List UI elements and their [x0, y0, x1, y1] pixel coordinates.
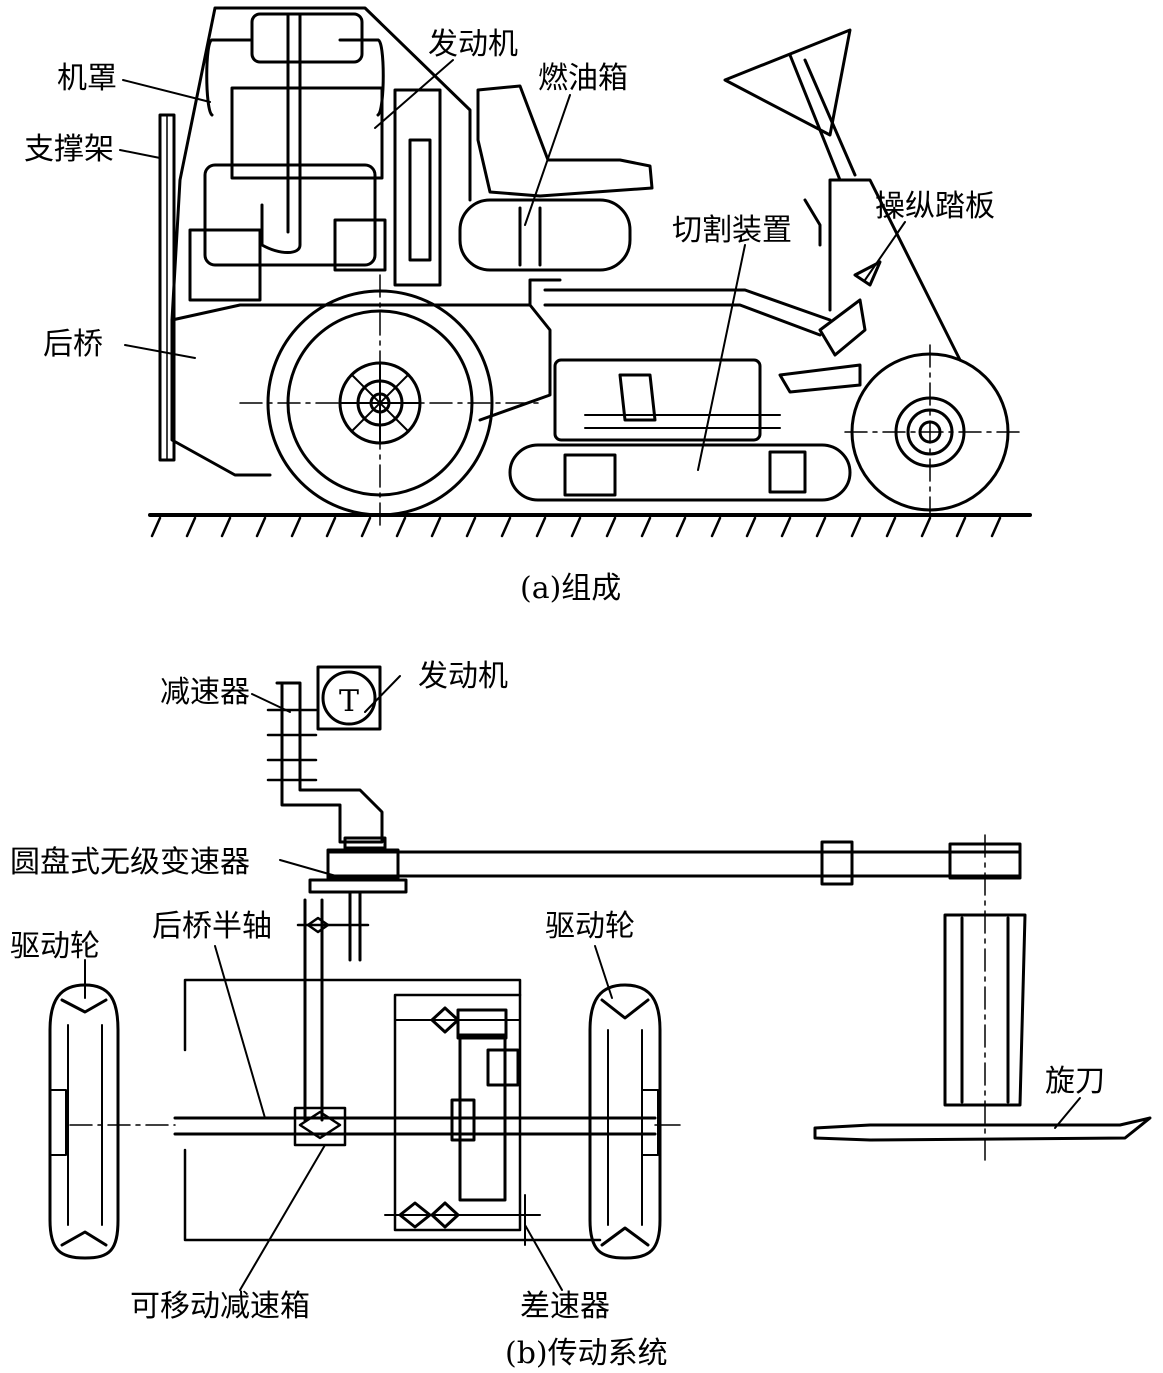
label-reducer: 减速器: [160, 675, 250, 710]
caption-a: (a)组成: [520, 571, 622, 606]
label-rear-axle: 后桥: [43, 327, 103, 362]
pedal-linkage: [778, 298, 867, 394]
rear-axle-housing: [170, 278, 562, 422]
cvt-disc: [308, 836, 408, 894]
rear-wheel: [239, 274, 541, 531]
reducer-gears: [266, 708, 318, 782]
hood-outline: [170, 6, 472, 477]
label-drive-wheel-left: 驱动轮: [10, 929, 100, 964]
label-engine-b: 发动机: [418, 659, 508, 694]
front-wheel: [844, 344, 1026, 516]
engine-symbol-text: T: [339, 684, 359, 719]
label-drive-wheel-right: 驱动轮: [545, 909, 635, 944]
differential-gears: [384, 1006, 541, 1246]
rear-axle-half-shaft: [69, 1116, 681, 1136]
figure-b-drawing: [48, 665, 1152, 1291]
leader-lines-b: [84, 675, 1081, 1291]
ground-hatching: [150, 516, 1002, 538]
main-frame: [543, 288, 832, 337]
steering-wheel: [723, 28, 852, 137]
differential-housing-outline: [393, 993, 522, 1232]
vertical-shafts: [303, 890, 362, 1122]
rotary-blade: [813, 1116, 1152, 1142]
label-support-frame: 支撑架: [24, 132, 114, 167]
steering-column: [788, 53, 857, 182]
fuel-tank: [458, 198, 632, 272]
label-differential: 差速器: [520, 1289, 610, 1324]
engine-block: [188, 12, 442, 302]
engine-circle: [321, 670, 377, 726]
label-hood: 机罩: [57, 61, 117, 96]
reducer-housing: [275, 681, 384, 844]
leader-lines-a: [119, 59, 906, 471]
label-fuel-tank: 燃油箱: [538, 61, 628, 96]
label-pedal: 操纵踏板: [875, 189, 995, 224]
lever: [803, 198, 822, 247]
blade-drive-shaft: [328, 834, 1022, 1161]
pedal-shape: [853, 260, 882, 287]
label-cutting-device: 切割装置: [672, 213, 792, 248]
seat: [476, 84, 654, 198]
label-movable-gearbox: 可移动减速箱: [130, 1289, 310, 1324]
right-drive-wheel: [588, 983, 662, 1260]
blade-housing: [943, 913, 1027, 1107]
left-drive-wheel: [48, 983, 120, 1260]
label-rotary-blade: 旋刀: [1045, 1064, 1105, 1099]
label-engine-a: 发动机: [428, 27, 518, 62]
caption-b: (b)传动系统: [505, 1336, 668, 1371]
figure-a-drawing: [119, 6, 1032, 538]
movable-gearbox: [293, 1106, 347, 1147]
label-half-shaft: 后桥半轴: [152, 909, 272, 944]
chassis-outline: [183, 978, 602, 1242]
label-cvt: 圆盘式无级变速器: [10, 845, 250, 880]
steering-support: [828, 178, 962, 362]
cutting-device: [508, 358, 852, 502]
